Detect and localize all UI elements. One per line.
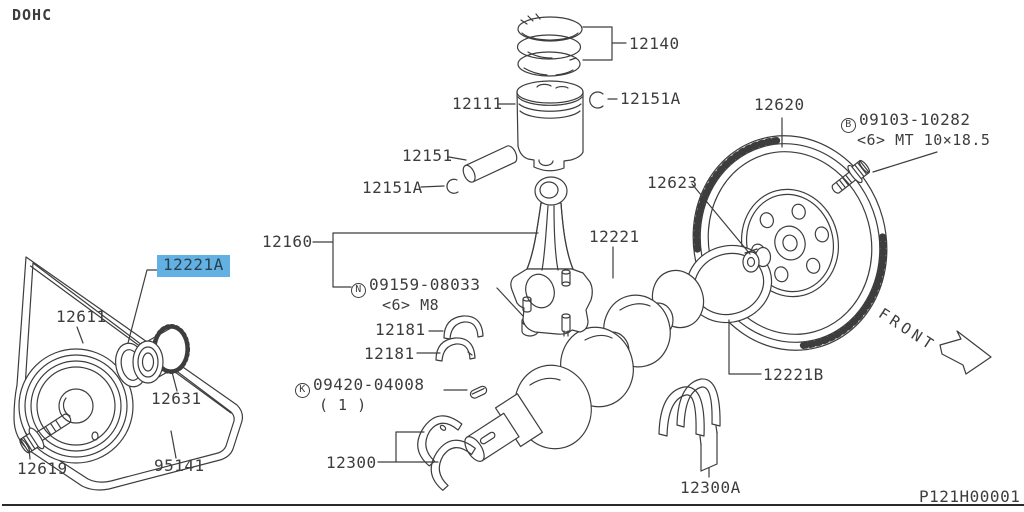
- pin-clip-bottom-drawing[interactable]: [446, 178, 459, 194]
- label-pilot-bushing[interactable]: 12623: [647, 173, 698, 192]
- pulley-bolt-drawing[interactable]: [16, 407, 76, 458]
- circled-n-icon: N: [351, 283, 366, 298]
- woodruff-key-qty: ( 1 ): [319, 396, 367, 414]
- leader-lines: [28, 26, 938, 478]
- connecting-rod-drawing[interactable]: [510, 176, 593, 337]
- flywheel-bolt-drawing[interactable]: [827, 157, 873, 199]
- label-crank-spacer-highlighted[interactable]: 12221A: [157, 255, 230, 277]
- woodruff-key-drawing[interactable]: [469, 385, 488, 399]
- label-sprocket[interactable]: 12631: [151, 389, 202, 408]
- crank-pulley-drawing[interactable]: [18, 348, 134, 464]
- label-main-bearing[interactable]: 12300: [326, 453, 377, 472]
- piston-pin-drawing[interactable]: [461, 144, 519, 184]
- label-ring-set[interactable]: 12140: [629, 34, 680, 53]
- label-sprocket-inner[interactable]: 12611: [56, 307, 107, 326]
- label-crankshaft[interactable]: 12221: [589, 227, 640, 246]
- label-pulley-bolt[interactable]: 12619: [17, 459, 68, 478]
- label-rod-bearing-lower[interactable]: 12181: [364, 344, 415, 363]
- flywheel-drawing[interactable]: [669, 114, 910, 372]
- pilot-bushing-drawing[interactable]: [742, 246, 772, 273]
- crank-sprocket-drawing[interactable]: [132, 324, 190, 384]
- rod-nut-qty: <6> M8: [382, 296, 440, 314]
- label-piston[interactable]: 12111: [452, 94, 503, 113]
- pin-clip-top-drawing[interactable]: [589, 91, 604, 109]
- rod-bearing-drawing[interactable]: [435, 315, 484, 362]
- label-flywheel[interactable]: 12620: [754, 95, 805, 114]
- label-rear-seal[interactable]: 12221B: [763, 365, 824, 384]
- drawing-number: P121H00001: [919, 487, 1021, 506]
- front-arrow-icon: [939, 330, 992, 375]
- label-rod-bearing-upper[interactable]: 12181: [375, 320, 426, 339]
- ring-set-drawing[interactable]: [516, 13, 583, 77]
- footer-rule: [2, 504, 1024, 507]
- main-bearing-drawing[interactable]: [401, 407, 484, 491]
- label-piston-pin[interactable]: 12151: [402, 146, 453, 165]
- piston-drawing[interactable]: [516, 80, 584, 172]
- label-fan-belt[interactable]: 95141: [154, 456, 205, 475]
- label-pin-clip-top[interactable]: 12151A: [620, 89, 681, 108]
- circled-k-icon: K: [295, 383, 310, 398]
- label-connecting-rod[interactable]: 12160: [262, 232, 313, 251]
- engine-code-label: DOHC: [12, 6, 53, 24]
- label-thrust-bearing[interactable]: 12300A: [680, 478, 741, 497]
- circled-b-icon: B: [841, 118, 856, 133]
- flywheel-bolt-qty: <6> MT 10×18.5: [857, 131, 991, 149]
- label-pin-clip-bottom[interactable]: 12151A: [362, 178, 423, 197]
- thrust-bearing-drawing[interactable]: [658, 378, 721, 446]
- crankshaft-drawing[interactable]: [456, 263, 711, 472]
